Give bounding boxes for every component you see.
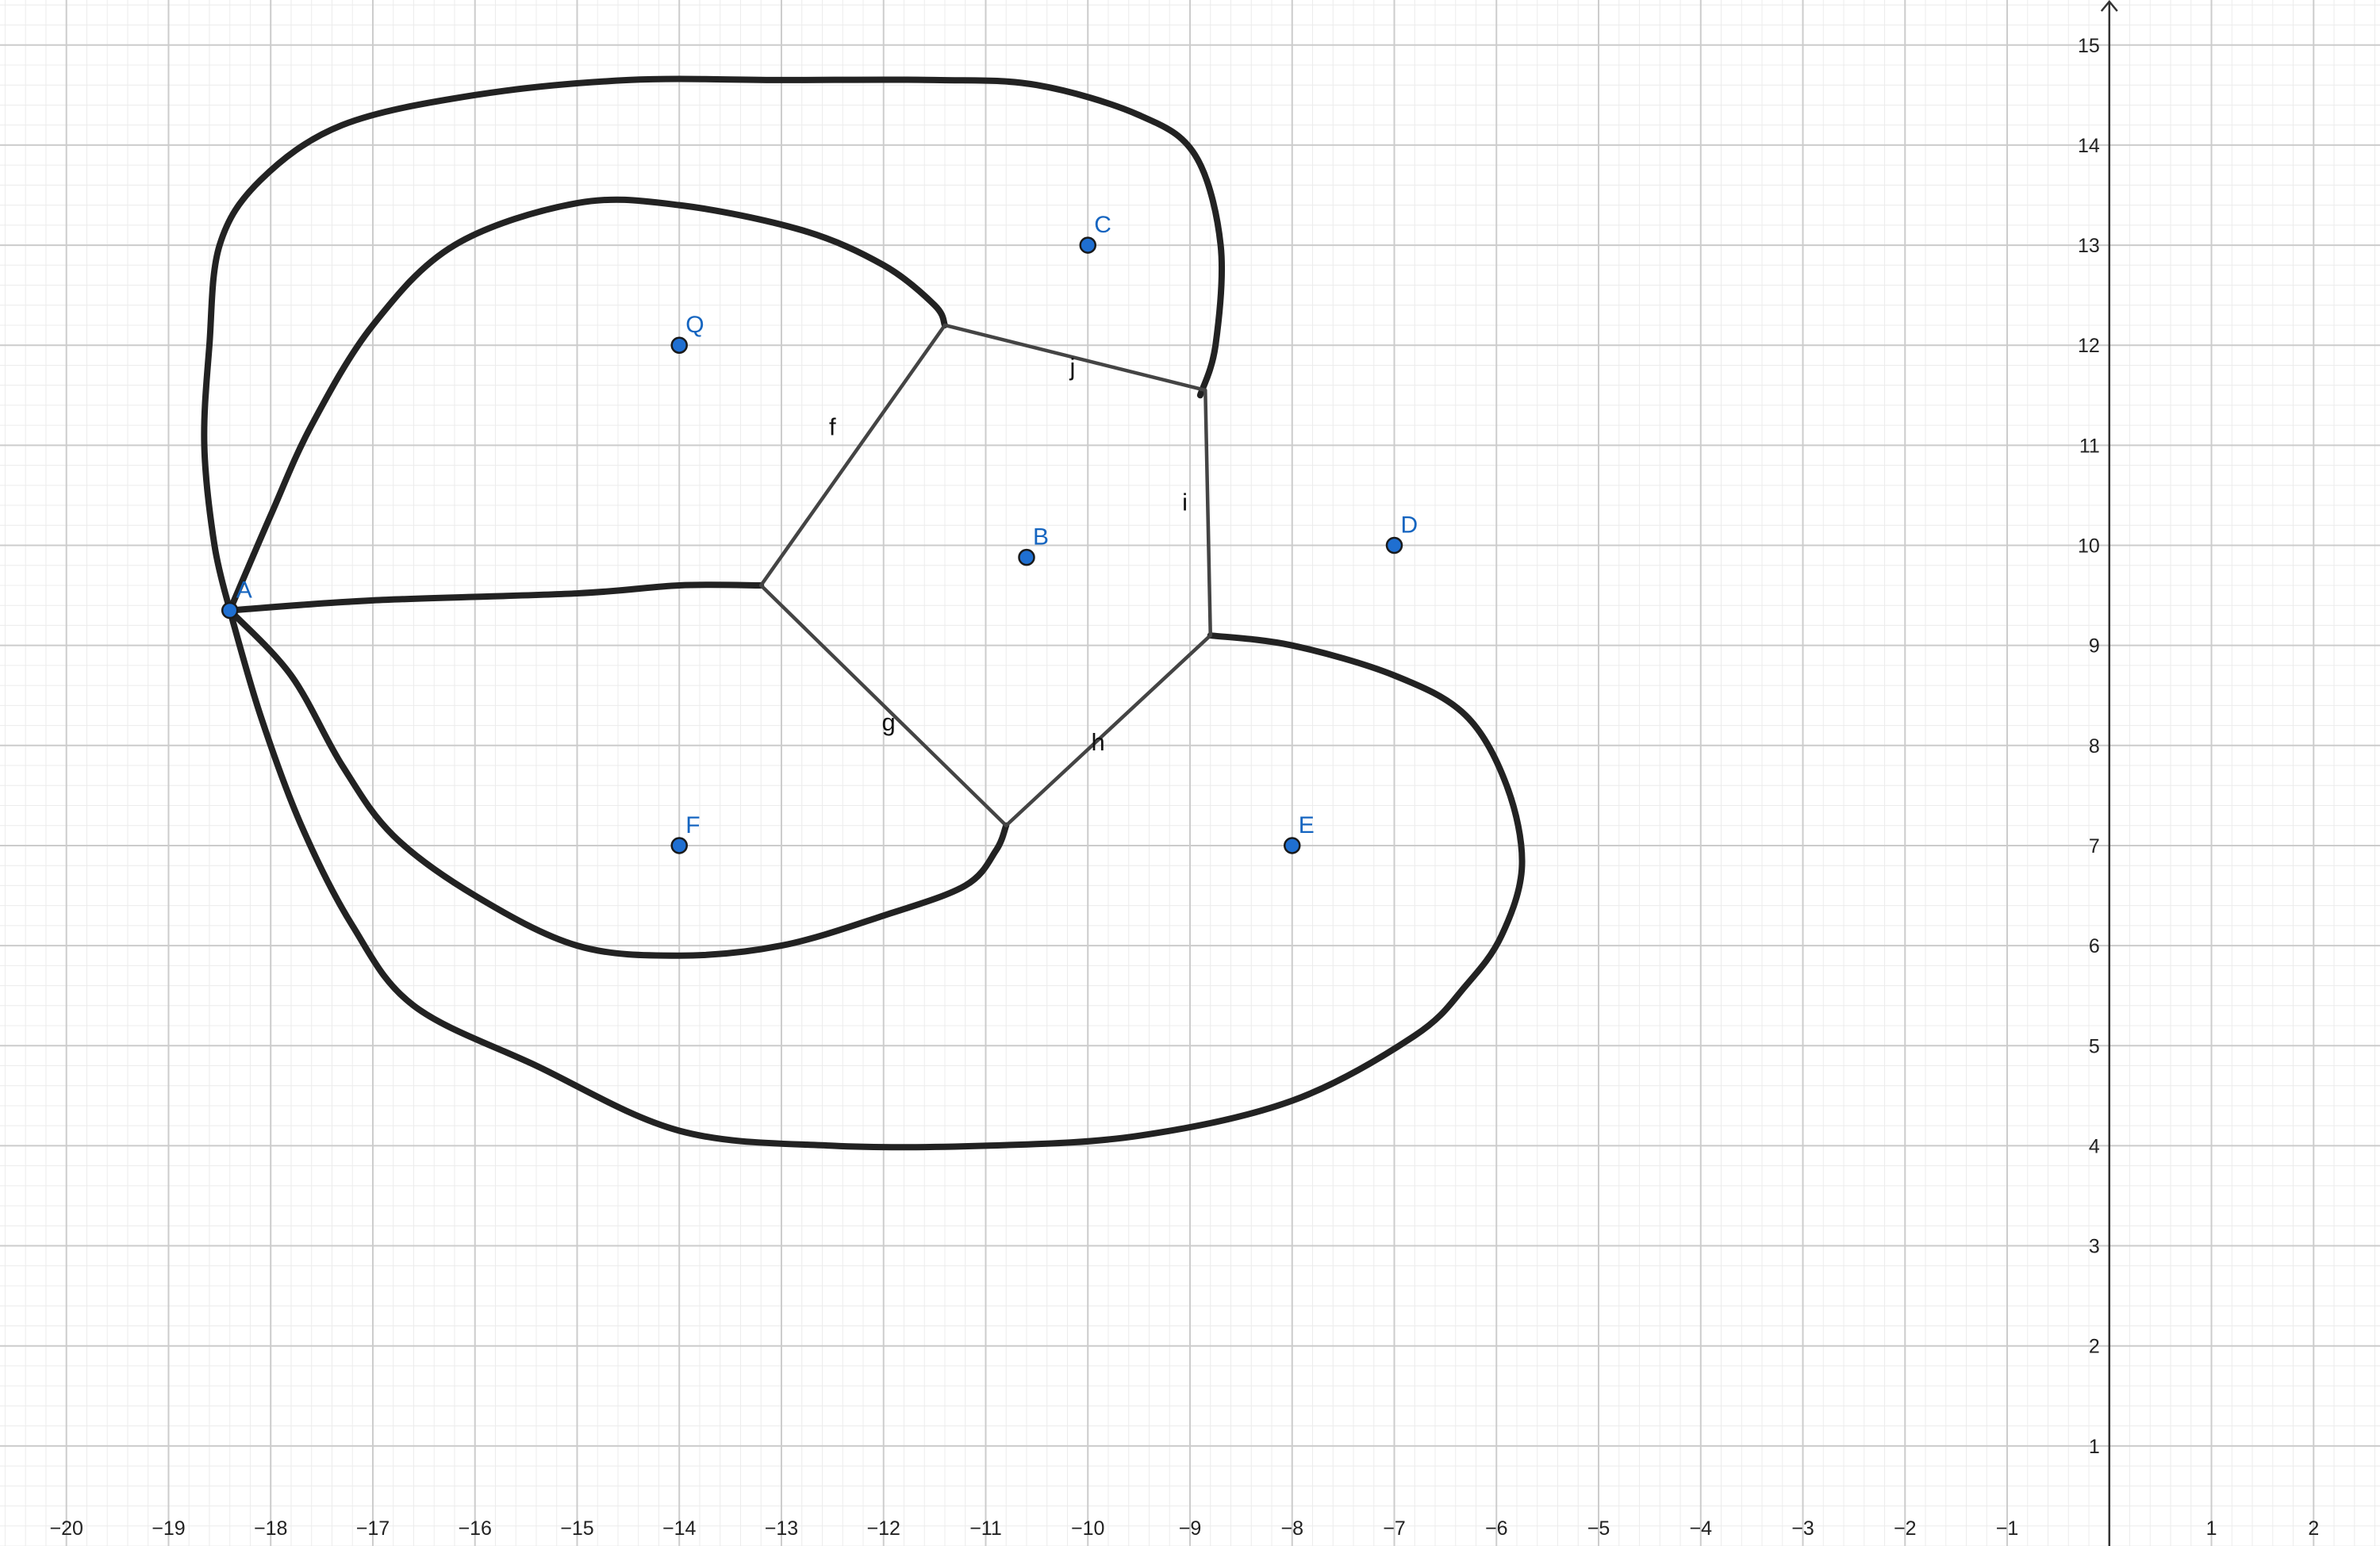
point-a[interactable] — [221, 601, 239, 620]
x-tick-label: −8 — [1280, 1517, 1303, 1540]
middle-curve[interactable] — [226, 581, 765, 614]
segment-h[interactable] — [1004, 633, 1213, 827]
x-tick-label: −17 — [356, 1517, 390, 1540]
segment-i[interactable] — [1203, 388, 1213, 638]
y-tick-label: 2 — [2089, 1336, 2100, 1358]
x-tick-label: −4 — [1690, 1517, 1713, 1540]
x-tick-label: −15 — [560, 1517, 593, 1540]
freehand-curves — [201, 75, 1526, 1151]
x-tick-label: 2 — [2308, 1517, 2319, 1540]
y-tick-label: 11 — [2079, 435, 2100, 457]
point-label-b: B — [1033, 524, 1049, 550]
x-tick-label: −5 — [1587, 1517, 1610, 1540]
y-tick-label: 10 — [2078, 535, 2100, 558]
points: A B C D E F Q — [221, 212, 1418, 854]
y-axis-arrow — [2100, 0, 2118, 12]
y-tick-label: 3 — [2089, 1236, 2100, 1258]
segment-label-j: j — [1069, 353, 1075, 381]
point-label-c: C — [1094, 212, 1111, 238]
outer-bottom-curve[interactable] — [226, 607, 1526, 1151]
x-tick-label: −1 — [1996, 1517, 2019, 1540]
x-tick-label: −7 — [1383, 1517, 1406, 1540]
point-e[interactable] — [1284, 837, 1301, 854]
segment-label-i: i — [1182, 488, 1188, 516]
x-tick-label: −10 — [1071, 1517, 1104, 1540]
x-tick-label: −12 — [867, 1517, 900, 1540]
segment-g[interactable] — [758, 583, 1008, 827]
y-tick-label: 9 — [2089, 635, 2100, 658]
segment-label-h: h — [1091, 728, 1104, 756]
point-label-a: A — [236, 577, 252, 604]
point-label-f: F — [685, 812, 700, 838]
y-tick-label: 12 — [2078, 335, 2100, 357]
segment-label-g: g — [882, 708, 896, 736]
x-tick-label: −11 — [969, 1517, 1002, 1540]
inner-bottom-curve[interactable] — [226, 607, 1010, 959]
y-tick-label: 6 — [2089, 935, 2100, 957]
y-axis — [2100, 0, 2118, 1546]
segment-j[interactable] — [942, 323, 1207, 393]
x-tick-label: −20 — [49, 1517, 83, 1540]
x-tick-label: −2 — [1894, 1517, 1917, 1540]
segment-f[interactable] — [758, 323, 947, 588]
x-tick-label: −14 — [662, 1517, 697, 1540]
y-tick-label: 15 — [2078, 35, 2100, 57]
point-d[interactable] — [1385, 536, 1403, 554]
point-label-q: Q — [685, 312, 704, 338]
x-tick-label: −18 — [254, 1517, 287, 1540]
segment-label-f: f — [829, 413, 836, 441]
point-f[interactable] — [670, 837, 688, 854]
point-b[interactable] — [1018, 548, 1035, 566]
x-tick-label: −9 — [1179, 1517, 1202, 1540]
point-label-e: E — [1299, 812, 1315, 838]
y-tick-label: 13 — [2078, 235, 2100, 257]
x-tick-label: −6 — [1485, 1517, 1508, 1540]
x-tick-label: −19 — [152, 1517, 185, 1540]
x-tick-label: 1 — [2206, 1517, 2217, 1540]
y-tick-label: 8 — [2089, 735, 2100, 758]
y-tick-label: 1 — [2089, 1436, 2100, 1458]
outer-top-curve[interactable] — [201, 75, 1226, 614]
inner-top-curve[interactable] — [226, 196, 948, 614]
point-q[interactable] — [670, 336, 688, 354]
y-tick-label: 5 — [2089, 1035, 2100, 1057]
segments: f g h i j — [758, 323, 1213, 827]
x-tick-label: −3 — [1791, 1517, 1814, 1540]
y-tick-label: 4 — [2089, 1135, 2100, 1157]
point-label-d: D — [1401, 512, 1418, 539]
y-tick-label: 7 — [2089, 835, 2100, 857]
tick-labels: −20−19−18−17−16−15−14−13−12−11−10−9−8−7−… — [49, 35, 2319, 1540]
x-tick-label: −13 — [765, 1517, 798, 1540]
y-tick-label: 14 — [2078, 135, 2100, 157]
x-tick-label: −16 — [459, 1517, 492, 1540]
point-c[interactable] — [1079, 236, 1096, 254]
